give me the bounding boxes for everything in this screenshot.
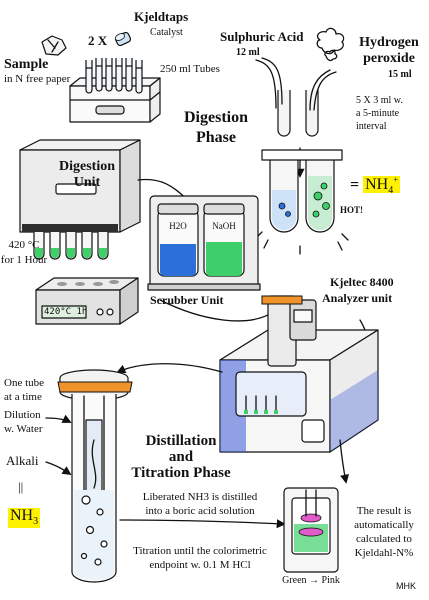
sulphuric-acid-label: Sulphuric Acid — [220, 29, 304, 44]
interval-line-2: a 5-minute — [356, 108, 400, 119]
equals-label: || — [18, 479, 24, 494]
hot-label: HOT! — [340, 205, 364, 215]
distillation-tube-icon — [57, 369, 133, 583]
digestion-phase-title-1: Digestion — [184, 109, 248, 126]
sample-tubes-icon — [85, 58, 143, 94]
liberated-text-2: into a boric acid solution — [145, 505, 255, 517]
sample-label: Sample — [4, 57, 49, 72]
nh4-result: = NH4+ — [350, 175, 401, 197]
scrubber-unit-icon — [147, 195, 261, 291]
digestion-tubes-icon — [255, 149, 349, 255]
interval-line-1: 5 X 3 ml w. — [356, 95, 403, 106]
bottle-left-label: H2O — [169, 221, 187, 231]
nh4-formula: NH — [365, 176, 389, 194]
nh3-formula: NH — [10, 507, 34, 524]
multiplier-label: 2 X — [88, 33, 108, 48]
tube-rack-icon — [69, 77, 161, 123]
titration-receiver-icon — [283, 487, 339, 573]
peroxide-vapour-icon — [316, 27, 345, 62]
reagent-tubes-icon — [255, 57, 337, 137]
sulphuric-volume-label: 12 ml — [236, 47, 260, 58]
digestion-unit-label-1: Digestion — [59, 159, 115, 174]
result-text-2: automatically — [354, 519, 414, 531]
result-text-4: Kjeldahl-N% — [354, 547, 414, 559]
hydrogen-peroxide-label-2: peroxide — [363, 51, 415, 66]
interval-line-3: interval — [356, 121, 387, 132]
scrubber-unit-label: Scrubber Unit — [150, 293, 224, 307]
dilution-label-2: w. Water — [4, 423, 43, 435]
temperature-label-2: for 1 Hour — [0, 254, 48, 266]
distillation-phase-title-3: Titration Phase — [131, 465, 231, 481]
digestion-display: 420°C 1h — [44, 307, 88, 317]
result-text-3: calculated to — [356, 533, 412, 545]
color-change-label: Green → Pink — [282, 575, 340, 586]
dilution-label-1: Dilution — [4, 409, 41, 421]
digestion-unit-label-2: Unit — [73, 175, 101, 190]
result-text-1: The result is — [356, 505, 412, 517]
digestion-phase-title-2: Phase — [196, 129, 236, 146]
hydrogen-peroxide-label-1: Hydrogen — [359, 35, 419, 50]
nh3-sub: 3 — [33, 516, 39, 528]
titration-text-1: Titration until the colorimetric — [133, 545, 267, 557]
nh4-sub: 4 — [388, 185, 394, 197]
hydrogen-volume-label: 15 ml — [388, 69, 412, 80]
signature: MHK — [396, 581, 416, 591]
distillation-phase-title-2: and — [168, 449, 194, 465]
titration-text-2: endpoint w. 0.1 M HCl — [149, 559, 251, 571]
tubes-250-label: 250 ml Tubes — [160, 63, 220, 75]
distillation-phase-title-1: Distillation — [145, 433, 217, 449]
nh4-equals: = — [350, 176, 360, 194]
analyzer-unit-icon — [219, 295, 379, 453]
analyzer-label-1: Kjeltec 8400 — [330, 275, 394, 289]
one-tube-label-1: One tube — [4, 377, 45, 389]
alkali-label: Alkali — [6, 453, 39, 468]
kjeldtaps-label: Kjeldtaps — [134, 9, 189, 24]
liberated-text-1: Liberated NH3 is distilled — [142, 491, 258, 503]
nh3-label: NH3 — [8, 507, 41, 528]
temperature-label-1: 420 °C — [8, 239, 40, 251]
catalyst-tablet-icon — [114, 31, 132, 47]
digestion-unit-icon — [19, 139, 197, 325]
nh4-sup: + — [393, 175, 399, 185]
one-tube-label-2: at a time — [4, 391, 42, 403]
sample-paper-label: in N free paper — [4, 73, 71, 85]
sample-paper-icon — [41, 35, 67, 56]
analyzer-label-2: Analyzer unit — [322, 291, 393, 305]
catalyst-label: Catalyst — [150, 27, 183, 38]
bottle-right-label: NaOH — [212, 221, 236, 231]
